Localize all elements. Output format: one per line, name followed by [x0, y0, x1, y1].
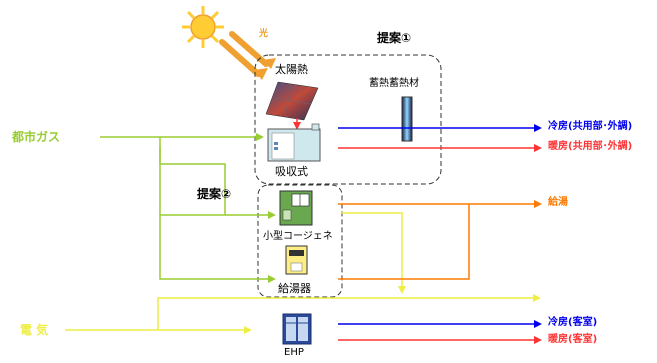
ehp-unit-icon — [282, 313, 312, 345]
electricity-label: 電 気 — [20, 323, 49, 337]
cooling-lines — [338, 124, 542, 328]
city-gas-label: 都市ガス — [12, 130, 61, 144]
absorption-chiller-icon — [267, 123, 321, 162]
solar-panel-icon — [265, 81, 319, 121]
solar-heat-label: 太陽熱 — [275, 63, 308, 76]
heating-room-label: 暖房(客室) — [548, 334, 598, 345]
heating-common-label: 暖房(共用部･外調) — [548, 141, 633, 152]
hot-water-label: 給湯 — [548, 197, 568, 208]
gas-lines — [100, 133, 276, 283]
hot-water-lines — [338, 200, 542, 280]
light-label: 光 — [259, 29, 269, 39]
cooling-common-label: 冷房(共用部･外調) — [548, 121, 633, 132]
sun-icon — [182, 6, 224, 48]
proposal2-label: 提案② — [197, 187, 232, 201]
electric-lines — [65, 212, 541, 334]
water-heater-label: 給湯器 — [278, 282, 311, 295]
ehp-label: EHP — [284, 347, 304, 358]
proposal2-boundary — [257, 184, 343, 298]
sunlight-arrows — [219, 31, 269, 77]
heating-lines — [338, 144, 542, 344]
absorption-label: 吸収式 — [275, 165, 308, 178]
proposal1-label: 提案① — [377, 31, 412, 45]
cogeneration-icon — [279, 190, 313, 226]
heat-storage-icon — [401, 96, 413, 142]
water-heater-icon — [285, 245, 308, 275]
heat-storage-label: 蓄熱蓄熱材 — [369, 78, 419, 89]
cooling-room-label: 冷房(客室) — [548, 317, 598, 328]
cogen-label: 小型コージェネ — [263, 231, 333, 242]
